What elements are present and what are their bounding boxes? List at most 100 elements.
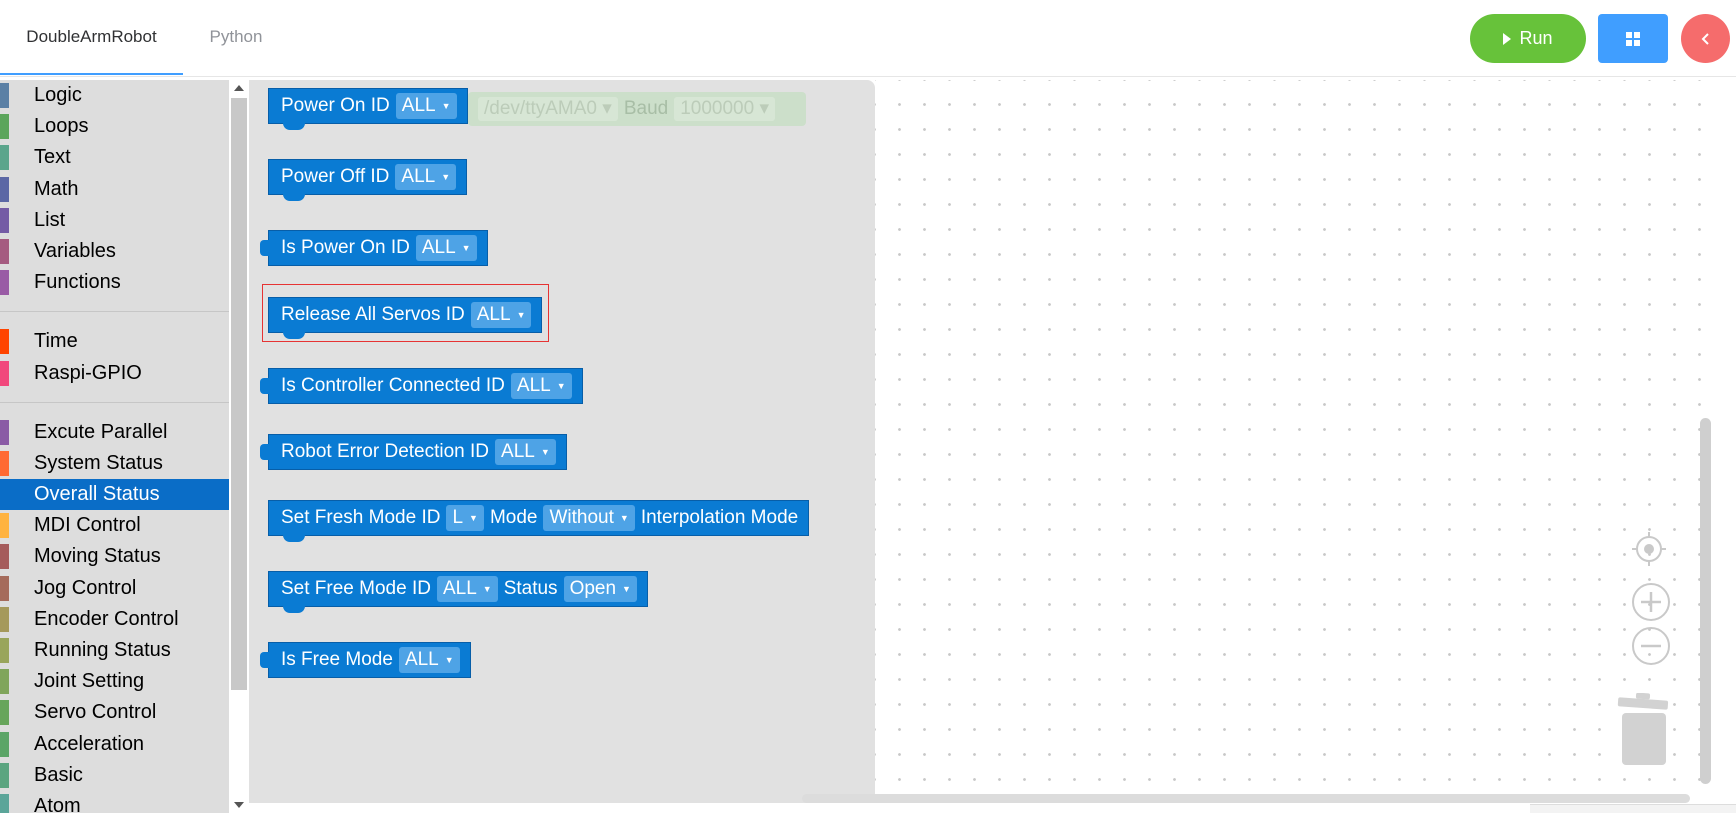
category-raspi-gpio[interactable]: Raspi-GPIO [0,358,229,389]
category-atom[interactable]: Atom [0,791,229,813]
block-dropdown[interactable]: ALL▼ [395,93,457,119]
dropdown-caret-icon: ▼ [482,584,492,594]
category-color-swatch [0,83,9,108]
workspace-vertical-scrollbar[interactable] [1700,418,1711,784]
category-encoder-control[interactable]: Encoder Control [0,604,229,635]
category-color-swatch [0,145,9,171]
category-list[interactable]: List [0,205,229,236]
reset-center-button[interactable] [1629,529,1669,569]
highlight-annotation [262,284,549,342]
block-dropdown[interactable]: ALL▼ [395,164,457,190]
chevron-left-icon [1701,32,1709,45]
category-joint-setting[interactable]: Joint Setting [0,666,229,697]
category-label: Running Status [34,639,171,661]
category-basic[interactable]: Basic [0,760,229,791]
category-loops[interactable]: Loops [0,111,229,142]
category-running-status[interactable]: Running Status [0,635,229,666]
zoom-in-icon [1632,583,1670,621]
block-dropdown[interactable]: ALL▼ [415,235,477,261]
dropdown-caret-icon: ▼ [441,101,451,111]
block-dropdown[interactable]: ALL▼ [398,647,460,673]
dropdown-value: ALL [476,304,511,325]
category-label: Variables [34,239,116,262]
block-dropdown[interactable]: L▼ [446,505,484,531]
block-dropdown[interactable]: ALL ▼ [470,302,532,328]
reset-center-icon [1632,532,1666,566]
run-button[interactable]: Run [1470,14,1586,63]
category-math[interactable]: Math [0,174,229,205]
category-color-swatch [0,114,9,140]
category-jog-control[interactable]: Jog Control [0,573,229,604]
block-workspace[interactable] [875,80,1701,795]
category-color-swatch [0,700,9,726]
category-label: Encoder Control [34,607,179,630]
dropdown-caret-icon: ▼ [556,381,566,391]
block-text: Mode [489,507,538,528]
block-dropdown[interactable]: ALL▼ [495,439,556,465]
block-text: Release All Servos ID [281,304,465,325]
category-label: Moving Status [34,545,161,568]
category-variables[interactable]: Variables [0,236,229,267]
dropdown-value: ALL [442,578,477,599]
block-text: Power Off ID [281,166,390,187]
dropdown-caret-icon: ▼ [622,584,631,594]
trash-button[interactable] [1616,693,1672,767]
dropdown-caret-icon: ▼ [461,243,471,253]
category-mdi-control[interactable]: MDI Control [0,510,229,541]
category-label: Excute Parallel [34,420,168,443]
block-dropdown[interactable]: Open ▼ [563,576,637,602]
category-label: Jog Control [34,576,137,599]
ghost-baud-label: Baud [623,98,669,119]
category-system-status[interactable]: System Status [0,448,229,479]
block-dropdown[interactable]: ALL▼ [510,373,572,399]
run-button-label: Run [1519,28,1553,48]
block-text: Set Free Mode ID [281,578,431,599]
category-excute-parallel[interactable]: Excute Parallel [0,417,229,448]
dropdown-value: ALL [401,166,436,187]
tab-python[interactable]: Python [209,27,263,46]
block-release-all-servos-id[interactable]: Release All Servos ID ALL ▼ [268,297,543,339]
category-servo-control[interactable]: Servo Control [0,697,229,728]
dropdown-value: Without [549,507,614,528]
category-overall-status[interactable]: Overall Status [0,479,229,511]
top-bar: DoubleArmRobot Python Run [0,0,1736,77]
block-text: Set Fresh Mode ID [281,507,441,528]
category-label: Text [34,146,71,169]
toolbox-scrollbar[interactable] [229,80,249,813]
dropdown-caret-icon: ▼ [619,513,629,523]
dropdown-caret-icon: ▼ [516,310,526,320]
grid-icon [1626,31,1640,46]
zoom-out-button[interactable] [1631,626,1671,666]
block-dropdown[interactable]: ALL ▼ [436,576,498,602]
ghost-port-dropdown: /dev/ttyAMA0 ▾ [478,97,618,121]
category-text[interactable]: Text [0,142,229,173]
scroll-down-arrow-icon[interactable] [234,802,244,808]
block-dropdown[interactable]: Without ▼ [543,505,635,531]
toolbox-scroll-thumb[interactable] [231,98,247,690]
category-label: List [34,208,66,231]
category-functions[interactable]: Functions [0,267,229,298]
dropdown-value: Open [569,578,617,599]
trash-icon [1617,693,1669,765]
category-logic[interactable]: Logic [0,80,229,111]
category-time[interactable]: Time [0,326,229,357]
ghost-baud-value: 1000000 [680,98,755,119]
workspace-horizontal-scrollbar[interactable] [802,794,1690,803]
block-text: Is Controller Connected ID [281,375,505,396]
back-button[interactable] [1681,14,1730,63]
category-moving-status[interactable]: Moving Status [0,541,229,572]
scroll-up-arrow-icon[interactable] [234,85,244,91]
category-acceleration[interactable]: Acceleration [0,729,229,760]
layout-grid-button[interactable] [1598,14,1668,63]
tab-doublearmrobot[interactable]: DoubleArmRobot [0,0,183,75]
zoom-in-button[interactable] [1631,582,1671,622]
